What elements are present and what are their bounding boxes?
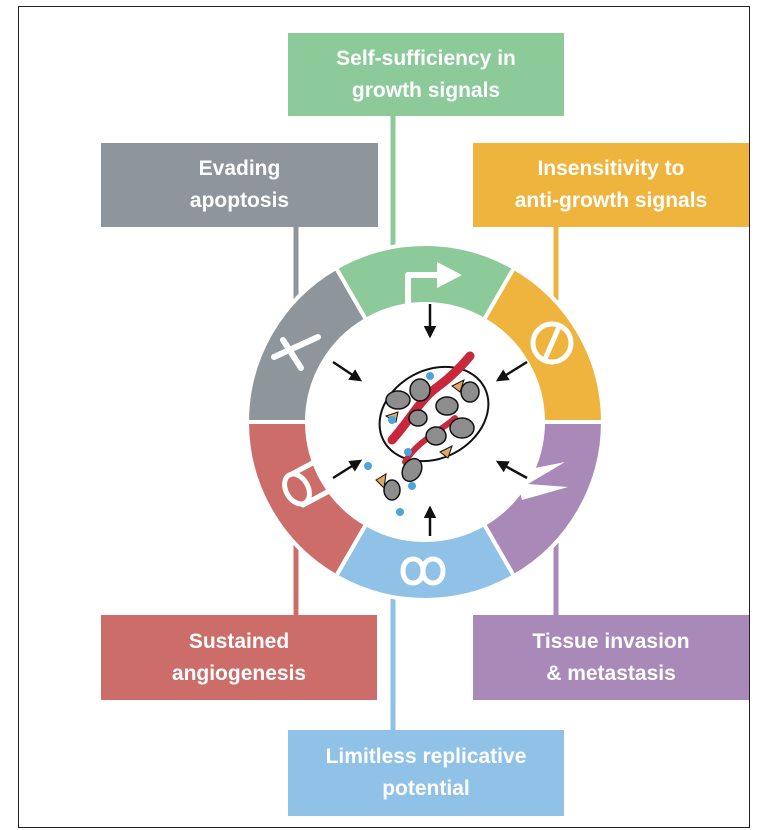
tumor-cell [425, 426, 447, 446]
tumor-cell [409, 378, 431, 402]
stroma-cell [375, 473, 387, 490]
immune-cell [364, 462, 372, 470]
bent-arrow-icon [405, 262, 462, 306]
tumor-cell [385, 390, 411, 410]
tumor-cell [408, 409, 428, 427]
tumor-cell [460, 381, 480, 403]
stroma-cell [439, 445, 453, 459]
blood-vessel [387, 351, 475, 445]
hallmark-insensitivity-anti-growth: Insensitivity to anti-growth signals [473, 143, 749, 227]
infinity-icon [400, 556, 446, 586]
cross-icon [271, 334, 321, 371]
immune-cell [408, 482, 416, 490]
hallmark-sustained-angiogenesis: Sustained angiogenesis [101, 615, 377, 700]
arrow-upper-left [332, 360, 363, 382]
tumor-cell [449, 417, 475, 439]
tumor-cell [401, 457, 423, 483]
hallmark-evading-apoptosis: Evading apoptosis [101, 143, 378, 227]
no-entry-icon [530, 321, 574, 365]
hallmark-limitless-replicative-potential: Limitless replicative potential [288, 730, 564, 816]
zigzag-invasion-icon [515, 462, 568, 500]
stroma-cell [451, 379, 465, 393]
hallmark-tissue-invasion-metastasis: Tissue invasion & metastasis [473, 615, 749, 700]
figure-frame [18, 6, 750, 828]
immune-cell [404, 448, 412, 456]
immune-cell [426, 372, 434, 380]
immune-cell [396, 508, 404, 516]
immune-cell [388, 416, 396, 424]
tumor-cell [435, 396, 459, 416]
tumor-illustration [364, 351, 490, 516]
arrow-upper-right [495, 360, 528, 382]
tumor-cell [383, 479, 401, 501]
arrow-lower-left [332, 459, 363, 480]
hallmark-self-sufficiency-growth: Self-sufficiency in growth signals [288, 33, 564, 116]
vessel-tube-icon [282, 456, 334, 508]
arrow-lower-right [495, 460, 528, 480]
